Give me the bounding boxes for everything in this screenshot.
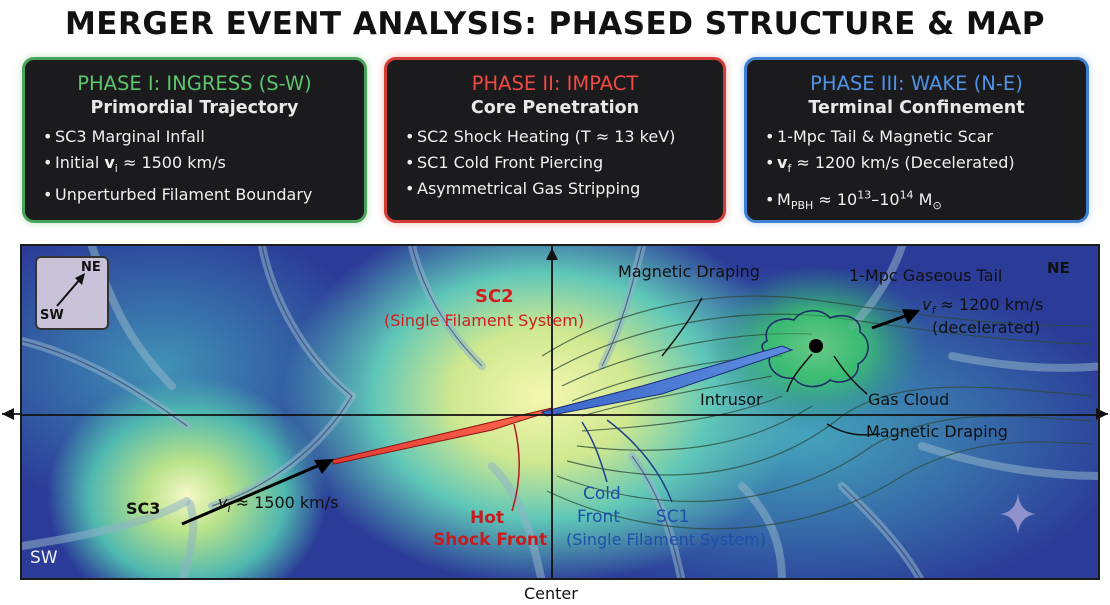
magnetic-draping-top-label: Magnetic Draping [618,262,760,281]
phase-2-heading: PHASE II: IMPACT [471,72,639,95]
bullet-text: 1-Mpc Tail & Magnetic Scar [777,127,993,146]
hot-label: Hot [470,508,505,528]
list-item: •Asymmetrical Gas Stripping [405,179,641,198]
list-item: •SC3 Marginal Infall [43,127,205,146]
sc1-label: SC1 [656,507,690,527]
list-item: •Unperturbed Filament Boundary [43,185,313,205]
intrusor-dot [809,339,823,353]
list-item: •MPBH ≈ 1013–1014 M⊙ [765,188,942,212]
gaseous-tail-label: 1-Mpc Gaseous Tail [849,266,1003,285]
list-item: •SC1 Cold Front Piercing [405,153,604,172]
merger-map [20,244,1100,580]
sc3-label: SC3 [126,499,161,518]
bullet-text: MPBH ≈ 1013–1014 M⊙ [777,188,942,212]
bullet-text: Asymmetrical Gas Stripping [417,179,641,198]
bullet-text: SC3 Marginal Infall [55,127,205,146]
sc2-label: SC2 [475,286,514,307]
vf-label: vf ≈ 1200 km/s [922,295,1044,318]
phase-3-list: •1-Mpc Tail & Magnetic Scar •vf ≈ 1200 k… [765,124,1068,219]
phase-3-card: PHASE III: WAKE (N-E) Terminal Confineme… [744,57,1089,223]
hot-shock-streak [331,407,553,465]
vi-arrow [181,462,323,526]
phase-2-list: •SC2 Shock Heating (T ≈ 13 keV) •SC1 Col… [405,124,705,202]
axis-arrowheads [2,408,1108,420]
shock-front-label: Shock Front [433,530,548,550]
bullet-text: SC1 Cold Front Piercing [417,153,604,172]
sc2-sub-label: (Single Filament System) [384,311,585,330]
compass-box: NE SW [35,256,109,330]
intrusor-label: Intrusor [700,390,763,409]
phase-1-list: •SC3 Marginal Infall •Initial vi ≈ 1500 … [43,124,346,208]
front-label: Front [577,507,620,527]
cold-front-streak [540,345,794,417]
list-item: •1-Mpc Tail & Magnetic Scar [765,127,993,146]
magnetic-draping-bottom-label: Magnetic Draping [866,422,1008,441]
bullet-text: SC2 Shock Heating (T ≈ 13 keV) [417,127,676,146]
bullet-text: vf ≈ 1200 km/s (Decelerated) [777,153,1015,176]
page-title: MERGER EVENT ANALYSIS: PHASED STRUCTURE … [64,6,1046,42]
phase-3-subheading: Terminal Confinement [808,98,1025,118]
compass-arrow-icon [56,273,85,307]
vi-label: vi ≈ 1500 km/s [218,493,339,516]
compass-sw-label: SW [40,308,64,323]
sc1-sub-label: (Single Filament System) [566,530,767,549]
phase-1-subheading: Primordial Trajectory [90,98,299,118]
gas-cloud-label: Gas Cloud [868,390,950,409]
center-label: Center [524,584,578,603]
phase-3-heading: PHASE III: WAKE (N-E) [810,72,1023,95]
phase-2-card: PHASE II: IMPACT Core Penetration •SC2 S… [384,57,726,223]
phase-2-subheading: Core Penetration [470,98,640,118]
bullet-text: Initial vi ≈ 1500 km/s [55,153,226,176]
cold-label: Cold [583,484,621,504]
map-background [22,246,1098,578]
list-item: •SC2 Shock Heating (T ≈ 13 keV) [405,127,676,146]
ne-corner-label: NE [1047,259,1070,277]
vf-arrow [871,313,909,330]
bullet-text: Unperturbed Filament Boundary [55,185,313,205]
compass-ne-label: NE [81,260,101,275]
vf-sub-label: (decelerated) [932,318,1041,337]
phase-1-card: PHASE I: INGRESS (S-W) Primordial Trajec… [22,57,367,223]
sw-corner-label: SW [30,548,58,568]
phase-1-heading: PHASE I: INGRESS (S-W) [77,72,312,95]
list-item: •Initial vi ≈ 1500 km/s [43,153,226,176]
sparkle-icon [1000,494,1036,534]
list-item: •vf ≈ 1200 km/s (Decelerated) [765,153,1015,176]
